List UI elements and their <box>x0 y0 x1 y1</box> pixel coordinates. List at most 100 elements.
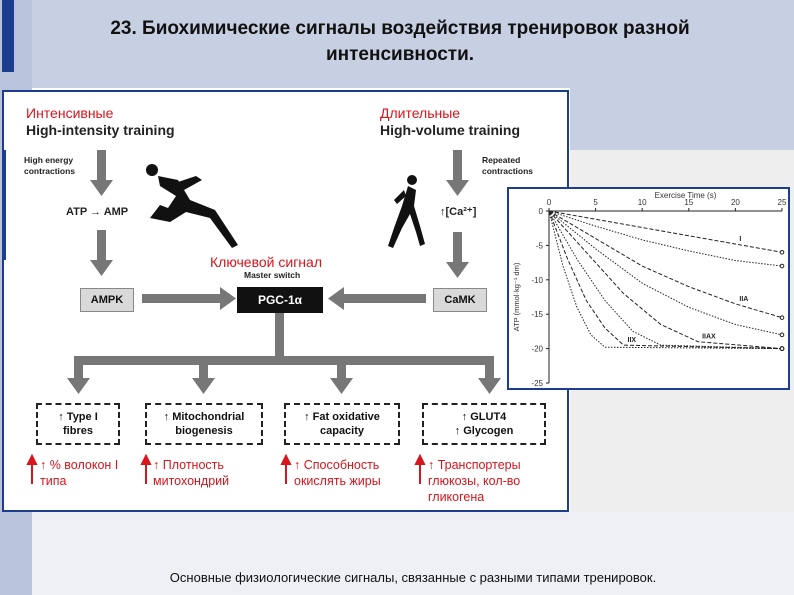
key-signal-label: Ключевой сигнал <box>210 254 322 270</box>
atp-amp-label: ATP → AMP <box>66 206 129 218</box>
outcome-2-line-2: biogenesis <box>175 425 233 437</box>
left-en-label: High-intensity training <box>26 122 175 138</box>
arrow-left-1 <box>97 150 106 180</box>
series-0-point-end <box>779 249 785 255</box>
branch-1-head <box>67 378 90 394</box>
series-label-0: I <box>739 236 741 243</box>
x-tick-label-4: 20 <box>731 198 740 207</box>
outcome-2-line-1: ↑ Mitochondrial <box>163 411 245 423</box>
master-switch-label: Master switch <box>244 270 301 280</box>
title-line-1: 23. Биохимические сигналы воздействия тр… <box>110 18 690 39</box>
y-tick-label-0: 0 <box>539 207 544 216</box>
series-1-point-end <box>779 263 785 269</box>
outcome-glut4: ↑ GLUT4 ↑ Glycogen <box>422 403 546 445</box>
pgc1a-node: PGC-1α <box>237 287 323 313</box>
ampk-node: AMPK <box>80 288 134 312</box>
left-accent-bar <box>2 0 14 72</box>
x-tick-label-0: 0 <box>547 198 552 207</box>
x-tick-label-2: 10 <box>638 198 647 207</box>
branch-3 <box>337 356 346 378</box>
outcome-type-i-fibres: ↑ Type I fibres <box>36 403 120 445</box>
arrow-left-2 <box>97 230 106 260</box>
bottom-band <box>32 512 794 595</box>
camk-node: CaMK <box>433 288 487 312</box>
outcome-4-line-1: ↑ GLUT4 <box>461 411 507 423</box>
arrow-right-1 <box>453 150 462 180</box>
caption: Основные физиологические сигналы, связан… <box>169 570 657 585</box>
outcome-3-line-1: ↑ Fat oxidative <box>304 411 380 423</box>
y-tick-label-1: -5 <box>536 241 544 250</box>
series-line-4 <box>548 210 783 350</box>
high-energy-line-2: contractions <box>24 166 76 176</box>
arrow-left-1-head <box>90 180 113 196</box>
y-tick-label-4: -20 <box>531 345 543 354</box>
y-tick-label-3: -15 <box>531 310 543 319</box>
outcome-fat-oxidative: ↑ Fat oxidative capacity <box>284 403 400 445</box>
series-label-2: IIA <box>739 296 748 303</box>
series-line-1 <box>548 210 783 267</box>
outcome-1-line-1: ↑ Type I <box>58 411 98 423</box>
distribution-line <box>74 356 494 365</box>
series-line-6 <box>548 210 783 350</box>
right-ru-label: Длительные <box>380 105 461 121</box>
arrow-right-2-head <box>446 262 469 278</box>
arrow-camk-pgc-head <box>328 287 344 310</box>
atp-chart-svg: 0 5 10 15 20 25 0 -5 -10 -15 -20 -25 Exercise Time (… <box>512 191 787 388</box>
left-ru-label: Интенсивные <box>26 105 114 121</box>
arrow-right-1-head <box>446 180 469 196</box>
series-label-4: IIAX <box>702 334 716 341</box>
series-line-7 <box>548 210 783 350</box>
x-axis-label: Exercise Time (s) <box>655 191 717 200</box>
series-2-point-end <box>779 315 785 320</box>
trunk-line <box>275 313 284 361</box>
atp-chart: 0 5 10 15 20 25 0 -5 -10 -15 -20 -25 Exercise Time (… <box>507 187 790 390</box>
outcome-3-ru: ↑ Способность окислять жиры <box>294 458 381 488</box>
y-axis-label: ATP (mmol·kg⁻¹ dm) <box>512 262 521 331</box>
branch-2-head <box>192 378 215 394</box>
y-tick-label-5: -25 <box>531 379 543 388</box>
series-label-6: IIX <box>628 337 637 344</box>
branch-1 <box>74 356 83 378</box>
series-line-5 <box>548 210 783 350</box>
outcome-mitochondrial: ↑ Mitochondrial biogenesis <box>145 403 263 445</box>
outcome-2-ru: ↑ Плотность митохондрий <box>153 458 230 488</box>
branch-4-head <box>478 378 501 394</box>
x-tick-label-3: 15 <box>684 198 693 207</box>
x-tick-label-1: 5 <box>593 198 598 207</box>
arrow-ampk-pgc <box>142 294 220 303</box>
repeated-line-1: Repeated <box>482 155 521 165</box>
outcome-1-ru: ↑ % волокон I типа <box>40 458 119 488</box>
series-line-2 <box>548 210 783 319</box>
right-en-label: High-volume training <box>380 122 520 138</box>
arrow-right-2 <box>453 232 462 262</box>
outcome-4-ru: ↑ Транспортеры глюкозы, кол-во гликогена <box>428 458 521 504</box>
branch-2 <box>199 356 208 378</box>
arrow-left-2-head <box>90 260 113 276</box>
branch-4 <box>485 356 494 378</box>
outcome-4-line-2: ↑ Glycogen <box>454 425 514 437</box>
outcome-1-line-2: fibres <box>63 425 93 437</box>
series-line-0 <box>548 210 783 253</box>
runner-left-icon <box>146 164 238 248</box>
branch-3-head <box>330 378 353 394</box>
calcium-label: ↑[Ca²⁺] <box>440 206 477 218</box>
header-band <box>14 0 794 88</box>
left-accent-bar-2 <box>2 150 6 260</box>
repeated-line-2: contractions <box>482 166 534 176</box>
page-title: 23. Биохимические сигналы воздействия тр… <box>20 16 780 68</box>
x-tick-label-5: 25 <box>778 198 787 207</box>
title-line-2: интенсивности. <box>325 44 475 65</box>
arrow-ampk-pgc-head <box>220 287 236 310</box>
runner-right-icon <box>388 175 425 248</box>
series-3-point-end <box>779 332 785 338</box>
arrow-camk-pgc <box>344 294 426 303</box>
high-energy-line-1: High energy <box>24 155 74 165</box>
right-band <box>570 88 794 150</box>
repeated-label: Repeated contractions <box>482 155 533 177</box>
outcome-3-line-2: capacity <box>319 425 365 437</box>
high-energy-label: High energy contractions <box>24 155 75 177</box>
series-7-point-end <box>779 346 785 351</box>
series-line-3 <box>548 210 783 336</box>
y-tick-label-2: -10 <box>531 276 543 285</box>
